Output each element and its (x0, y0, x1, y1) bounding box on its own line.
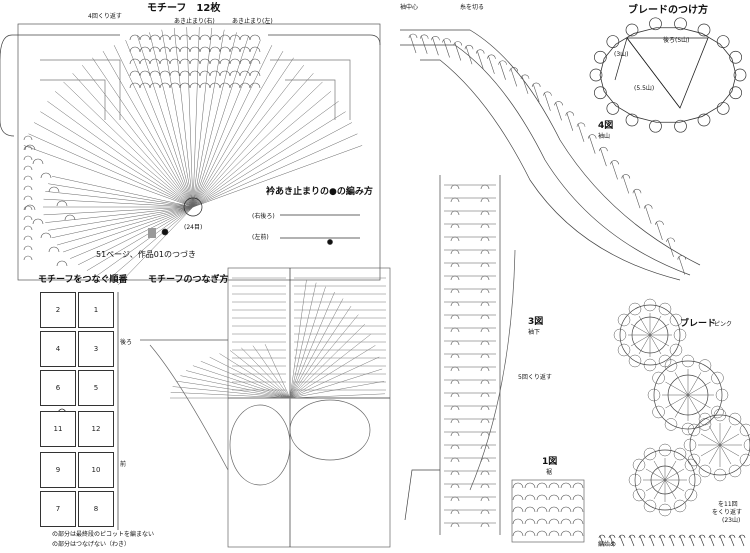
legend-2: の部分はつなげない（わき） (52, 541, 131, 548)
back-label: 後ろ (120, 339, 133, 346)
grid-cell: 11 (40, 411, 76, 447)
front-count: (5.5山) (634, 85, 655, 92)
grid-cell: 7 (40, 491, 76, 527)
fig3-label: 3図 (528, 317, 544, 327)
grid-cell: 10 (78, 452, 114, 488)
cut-yarn-label: 糸を切る (460, 4, 485, 11)
grid-cell: 3 (78, 331, 114, 367)
fig4-label: 4図 (598, 121, 614, 131)
collar-left-front: (左前) (252, 234, 269, 241)
hem-start: 編始め (598, 541, 617, 548)
underarm-chart (404, 175, 516, 535)
grid-cell: 4 (40, 331, 76, 367)
grid-cell: 6 (40, 370, 76, 406)
motif-title: モチーフ 12枚 (147, 3, 221, 14)
braid-mark: を11回 (718, 501, 738, 508)
legend-1: の部分は最終段のピコットを編まない (52, 531, 155, 538)
sleeve-cap-chart (400, 29, 701, 281)
sleeve-center-label: 袖中心 (400, 4, 419, 11)
yarn-swatch (148, 228, 156, 238)
side-count: (3山) (614, 51, 629, 58)
start-left-label: あき止まり(左) (232, 18, 273, 25)
fig1-label: 1図 (542, 457, 558, 467)
grid-cell: 8 (78, 491, 114, 527)
grid-cell: 5 (78, 370, 114, 406)
braid-chart (613, 298, 750, 517)
fig1-name: 裾 (546, 469, 553, 476)
continuation-note: 51ページ、作品01のつづき (96, 250, 196, 259)
braid-title: ブレード (680, 319, 717, 329)
grid-cell: 2 (40, 292, 76, 328)
front-label: 前 (120, 461, 127, 468)
hem-chart (511, 479, 585, 543)
grid-cell: 1 (78, 292, 114, 328)
underarm-repeat: 5回くり返す (518, 374, 552, 381)
collar-title: 衿あき止まりの●の編み方 (266, 187, 373, 197)
collar-right-back: (右後ろ) (252, 213, 275, 220)
grid-cell: 12 (78, 411, 114, 447)
center-count: (24目) (184, 224, 203, 231)
braid-color: ピンク (714, 321, 733, 328)
fig4-name: 袖山 (598, 133, 611, 140)
braid-attach-title: ブレードのつけ方 (628, 5, 708, 16)
collar-chart (161, 214, 360, 245)
joining-order-title: モチーフをつなぐ順番 (38, 275, 128, 285)
braid-attach-diagram (589, 17, 747, 133)
start-right-label: あき止まり(右) (174, 18, 215, 25)
back-count: 後ろ(5山) (663, 37, 690, 44)
repeat-note: 4回くり返す (88, 13, 122, 20)
braid-repeat: をくり返す (712, 509, 743, 516)
joining-method-title: モチーフのつなぎ方 (148, 275, 229, 285)
joining-method-chart (140, 267, 391, 548)
motif-chart (0, 23, 381, 286)
grid-cell: 9 (40, 452, 76, 488)
braid-total: (23山) (722, 517, 741, 524)
fig3-name: 袖下 (528, 329, 541, 336)
